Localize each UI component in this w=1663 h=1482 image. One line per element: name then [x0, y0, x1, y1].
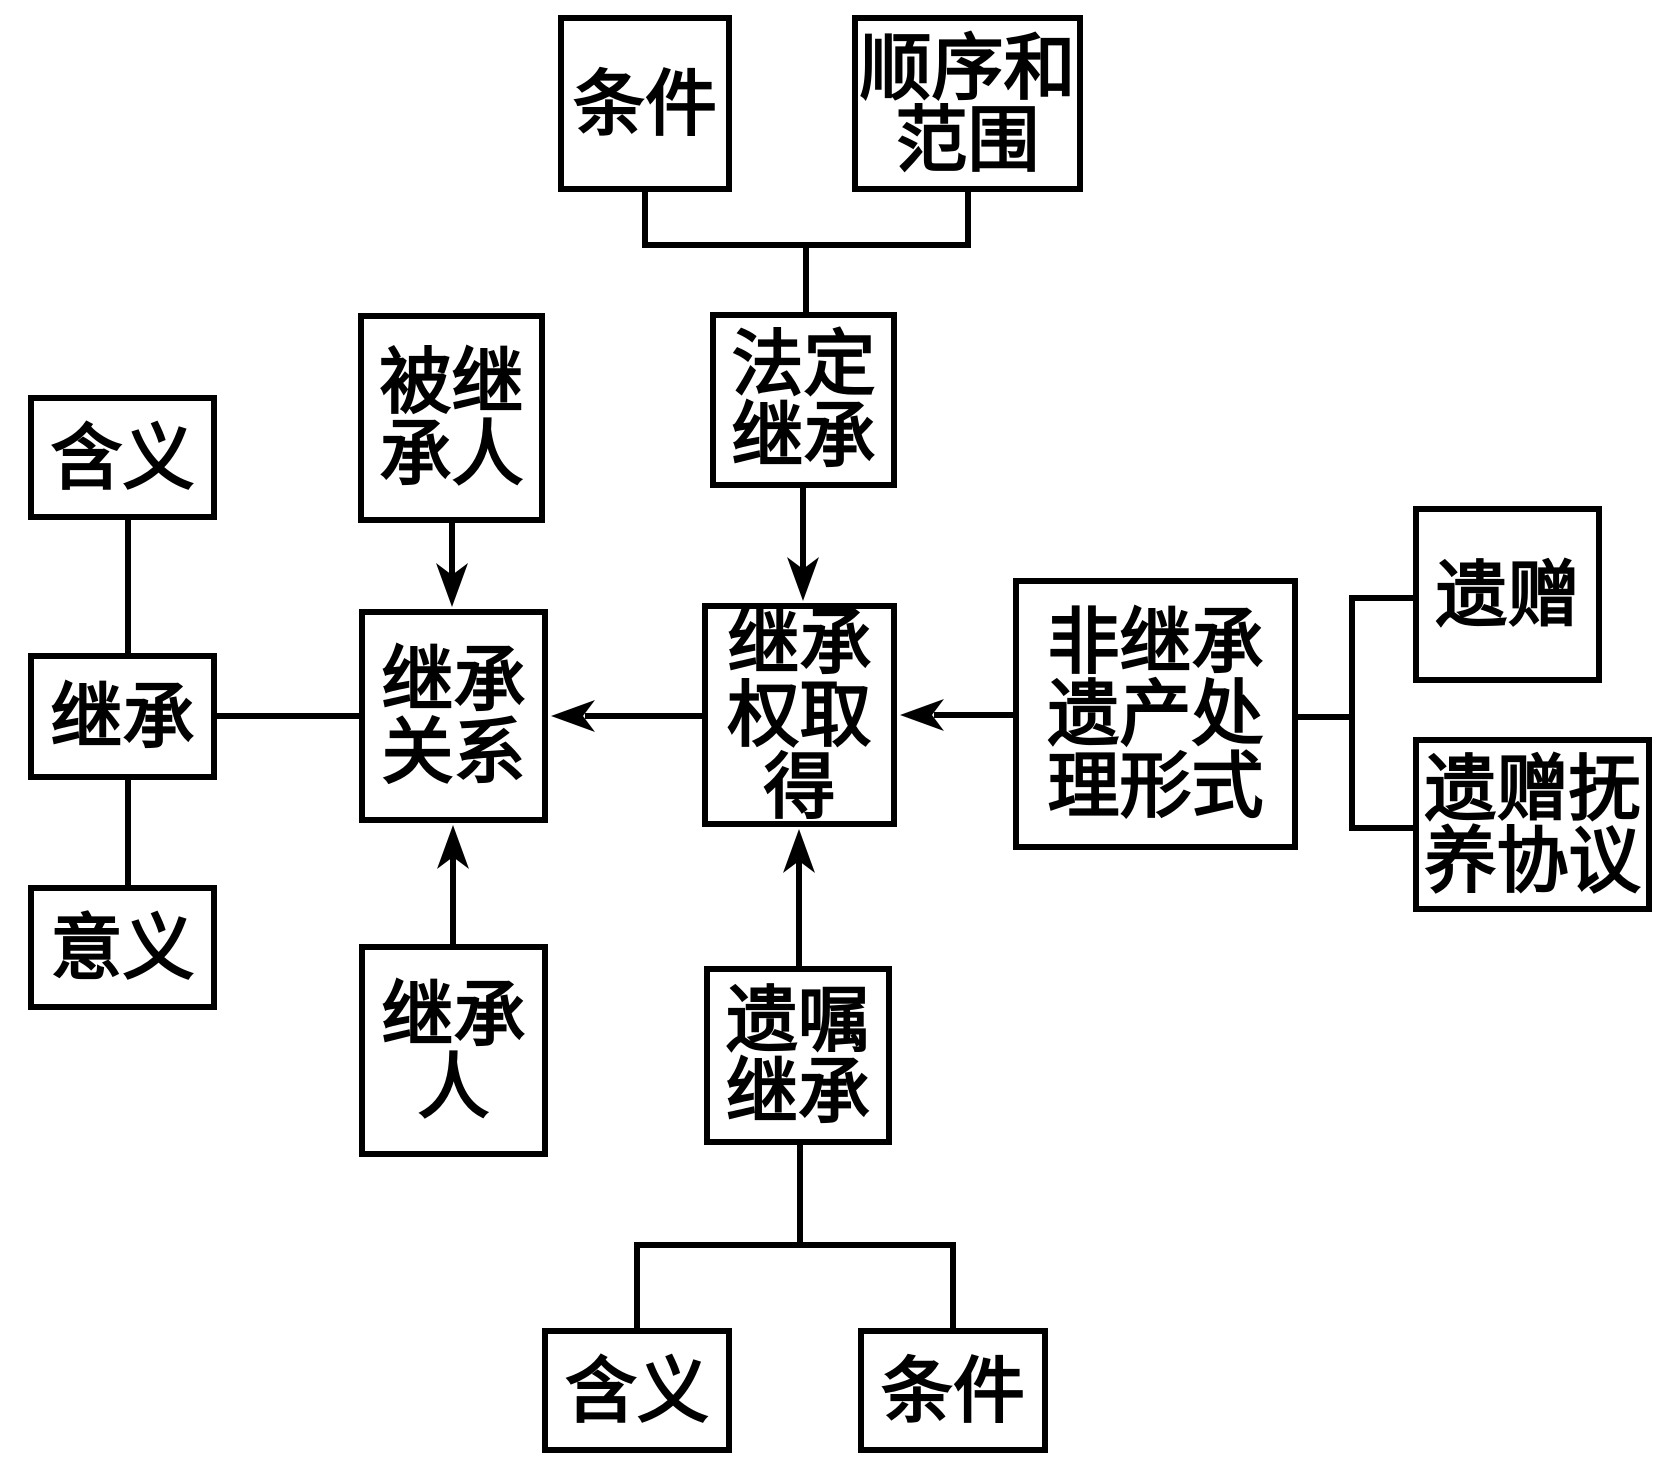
node-succession-relationship: 继承关系: [359, 609, 548, 823]
node-bequest: 遗赠: [1413, 506, 1602, 683]
node-bequest-support-agreement: 遗赠抚养协议: [1413, 737, 1652, 912]
node-meaning-left: 含义: [28, 395, 217, 520]
arrowhead-into-acquisition-right: [900, 699, 944, 731]
node-non-succession-estate-disposal: 非继承遗产处理形式: [1013, 578, 1298, 850]
node-statutory-succession: 法定继承: [710, 312, 897, 488]
node-succession: 继承: [28, 653, 217, 780]
node-condition-top: 条件: [558, 15, 732, 192]
node-significance-left: 意义: [28, 885, 217, 1010]
arrowhead-into-acquisition-top: [787, 557, 819, 601]
arrowhead-into-relationship-bottom: [437, 825, 469, 869]
arrowhead-into-relationship-top: [436, 563, 468, 607]
arrowhead-into-acquisition-bottom: [783, 829, 815, 873]
node-succession-right-acquisition: 继承权取得: [702, 603, 897, 827]
arrowhead-into-relationship-right: [551, 700, 595, 732]
node-meaning-bottom: 含义: [542, 1328, 732, 1453]
node-decedent: 被继承人: [358, 313, 545, 523]
node-order-scope: 顺序和范围: [852, 15, 1083, 192]
node-testamentary-succession: 遗嘱继承: [704, 966, 892, 1145]
node-heir: 继承人: [359, 944, 548, 1157]
node-condition-bottom: 条件: [858, 1328, 1048, 1453]
